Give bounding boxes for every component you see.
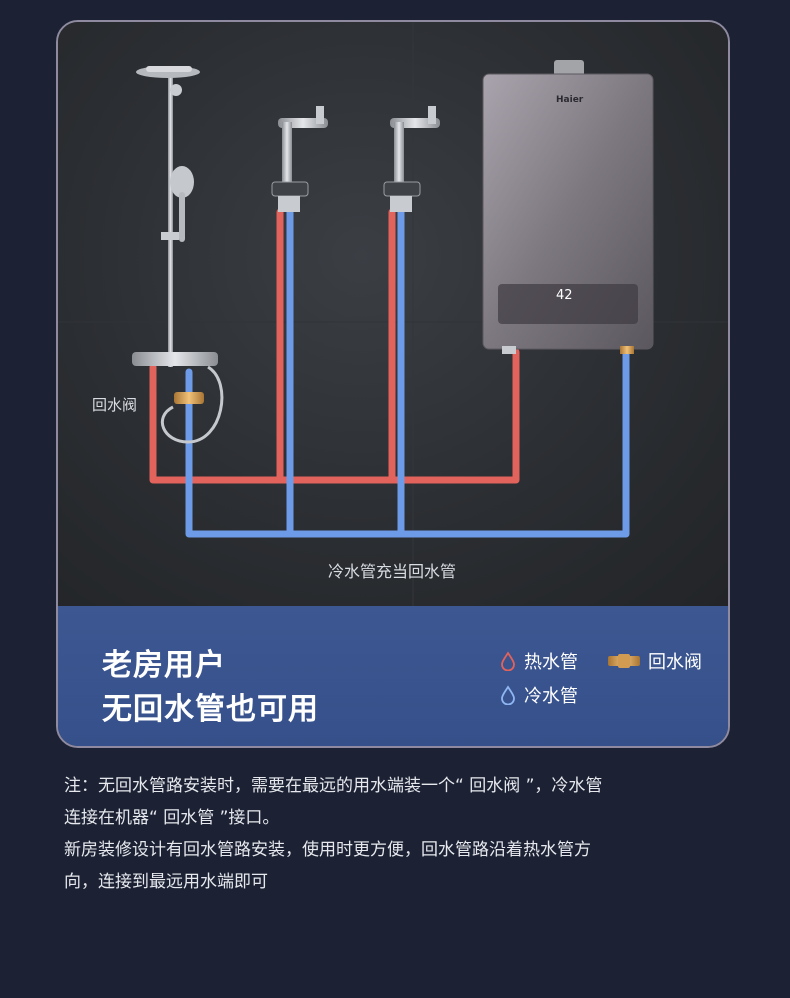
return-valve-label: 回水阀	[92, 396, 138, 414]
installation-scene: Haier 42 回水阀 冷水管充当回水管	[58, 22, 728, 606]
headline-line-1: 老房用户	[102, 648, 226, 683]
hot-pipe-main	[149, 348, 520, 484]
hot-drop-icon	[501, 651, 515, 671]
cold-pipe-main	[185, 348, 630, 538]
note-line: 新房装修设计有回水管路安装，使用时更方便，回水管路沿着热水管方	[64, 840, 591, 860]
note-line: 向，连接到最远用水端即可	[64, 872, 268, 892]
note-line: 注：无回水管路安装时，需要在最远的用水端装一个“ 回水阀 ”，冷水管	[64, 776, 603, 796]
cold-as-return-label: 冷水管充当回水管	[328, 562, 457, 581]
heater-brand: Haier	[556, 95, 584, 105]
valve-icon	[608, 654, 640, 668]
heater-display: 42	[556, 288, 573, 303]
legend-hot: 热水管	[500, 648, 578, 674]
faucet-2	[383, 106, 440, 212]
legend-cold: 冷水管	[500, 682, 578, 708]
installation-note: 注：无回水管路安装时，需要在最远的用水端装一个“ 回水阀 ”，冷水管 连接在机器…	[64, 770, 736, 898]
faucet-1	[271, 106, 328, 212]
cold-water-pipes	[185, 208, 630, 538]
headline-line-2: 无回水管也可用	[102, 692, 319, 727]
legend-valve: 回水阀	[608, 648, 702, 674]
return-valve	[174, 392, 204, 404]
pipe-diagram	[58, 22, 728, 606]
diagram-card: Haier 42 回水阀 冷水管充当回水管 老房用户 无回水管也可用 热水管	[56, 20, 730, 748]
legend-valve-label: 回水阀	[648, 652, 702, 673]
shower-set	[132, 66, 224, 444]
cold-drop-icon	[501, 685, 515, 705]
info-panel: 老房用户 无回水管也可用 热水管 回水阀	[58, 606, 728, 746]
hot-water-pipes	[149, 208, 520, 484]
legend-hot-label: 热水管	[524, 652, 578, 673]
water-heater	[482, 60, 654, 354]
note-line: 连接在机器“ 回水管 ”接口。	[64, 808, 280, 828]
legend-cold-label: 冷水管	[524, 686, 578, 707]
